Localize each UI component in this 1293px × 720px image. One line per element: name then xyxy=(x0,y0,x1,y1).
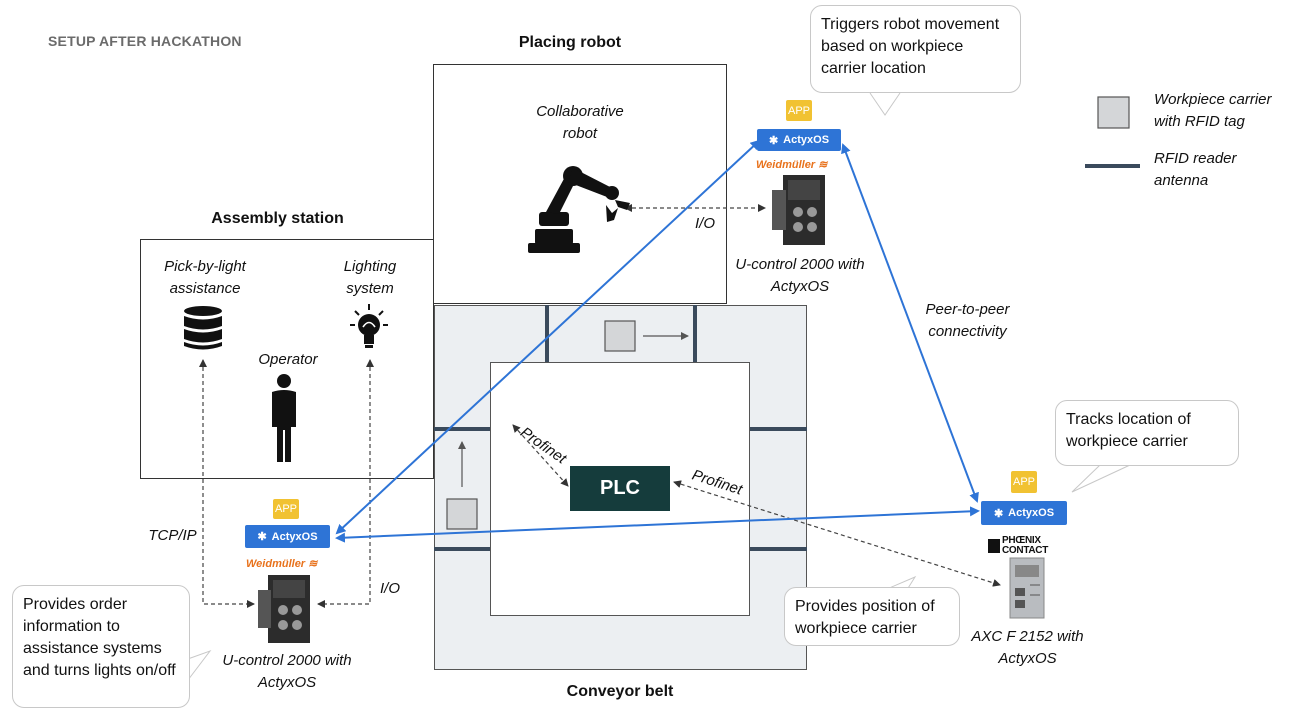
axc-device xyxy=(1009,557,1045,619)
ucontrol-device-top xyxy=(772,175,825,245)
actyx-icon: ✱ xyxy=(257,531,267,543)
lightbulb-icon xyxy=(350,304,388,348)
actyxos-badge: ✱ActyxOS xyxy=(981,501,1067,525)
p2p-link-top-right xyxy=(841,143,979,503)
operator-label: Operator xyxy=(258,351,318,368)
tcpip-label: TCP/IP xyxy=(148,527,197,544)
ucontrol-device-bottom xyxy=(258,575,310,643)
phoenix-logo-icon xyxy=(988,539,1000,553)
callout-triggers: Triggers robot movement based on workpie… xyxy=(810,5,1021,93)
collaborative-robot-label: Collaborative robot xyxy=(536,103,624,142)
operator-icon xyxy=(272,374,296,462)
actyxos-badge: ✱ActyxOS xyxy=(245,525,330,548)
actyx-icon: ✱ xyxy=(993,507,1004,520)
legend-carrier-label: Workpiece carrier with RFID tag xyxy=(1154,91,1272,130)
ucontrol-bottom-label: U-control 2000 with ActyxOS xyxy=(222,652,352,691)
profinet-right-link xyxy=(673,480,1001,587)
weidmuller-logo: Weidmüller ≋ xyxy=(756,159,828,171)
robot-arm-icon xyxy=(528,166,630,253)
app-badge: APP xyxy=(786,100,812,121)
callout-tail xyxy=(869,92,901,116)
conveyor-belt-label: Conveyor belt xyxy=(566,683,674,700)
callout-tail xyxy=(184,649,212,681)
io-robot-label: I/O xyxy=(694,215,715,232)
axc-label: AXC F 2152 with ActyxOS xyxy=(971,628,1084,667)
workpiece-carrier xyxy=(446,498,478,530)
database-icon xyxy=(184,306,222,350)
legend-antenna-label: RFID reader antenna xyxy=(1154,150,1237,189)
p2p-link-left-top xyxy=(335,139,761,535)
actyx-icon: ✱ xyxy=(768,134,779,147)
legend-carrier-swatch xyxy=(1097,96,1130,129)
diagram-title: SETUP AFTER HACKATHON xyxy=(48,33,242,49)
app-badge: APP xyxy=(273,499,299,519)
weidmuller-logo: Weidmüller ≋ xyxy=(246,558,318,570)
callout-tail xyxy=(1071,464,1131,493)
callout-provides-order: Provides order information to assistance… xyxy=(12,585,190,708)
actyxos-badge: ✱ActyxOS xyxy=(757,129,841,151)
pick-by-light-label: Pick-by-light assistance xyxy=(164,258,246,297)
app-badge: APP xyxy=(1011,471,1037,493)
placing-robot-title: Placing robot xyxy=(518,34,622,51)
callout-tracks: Tracks location of workpiece carrier xyxy=(1055,400,1239,466)
p2p-label: Peer-to-peer connectivity xyxy=(925,301,1010,340)
ucontrol-top-label: U-control 2000 with ActyxOS xyxy=(735,256,865,295)
callout-provides-position: Provides position of workpiece carrier xyxy=(784,587,960,646)
io-station-label: I/O xyxy=(379,580,400,597)
workpiece-carrier xyxy=(604,320,636,352)
p2p-link-left-right xyxy=(335,506,980,543)
assembly-station-title: Assembly station xyxy=(211,210,344,227)
